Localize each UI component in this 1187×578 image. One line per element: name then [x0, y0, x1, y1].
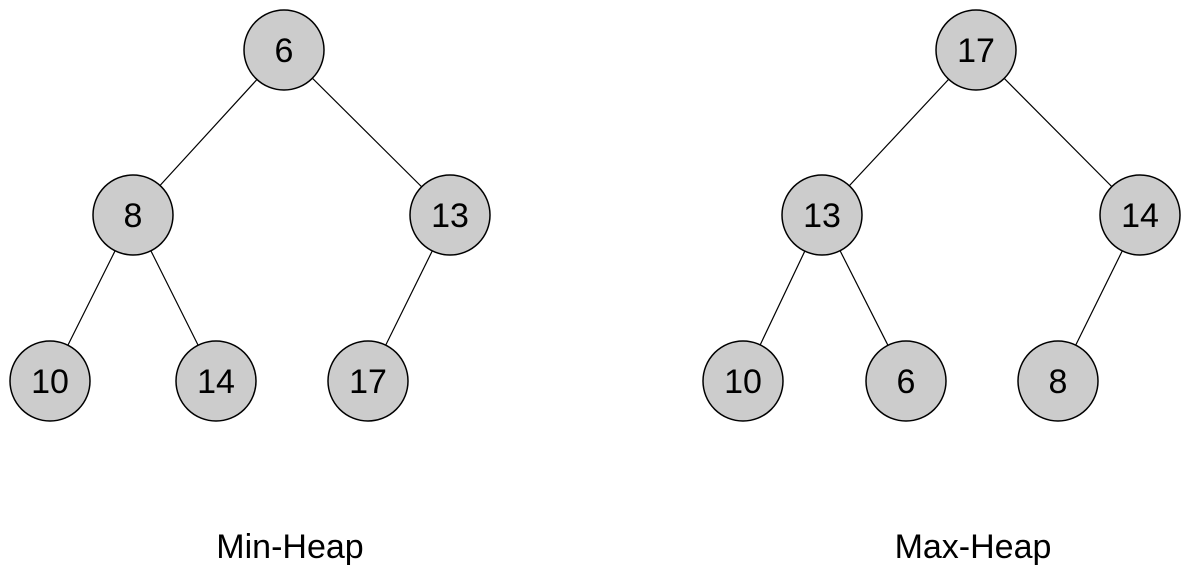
max-heap-node-10: 10 [702, 340, 784, 422]
tree-node-value: 14 [197, 363, 235, 401]
tree-node-circle [243, 9, 325, 91]
tree-node-circle [935, 9, 1017, 91]
tree-node-value: 6 [897, 363, 916, 401]
tree-node-circle [781, 174, 863, 256]
tree-node-circle [92, 174, 174, 256]
tree-node-value: 17 [349, 363, 387, 401]
min-heap-node-10: 10 [9, 340, 91, 422]
tree-node-value: 10 [31, 363, 69, 401]
min-heap-tree: 6 8 13 10 14 17 [9, 9, 491, 422]
min-heap-node-14: 14 [175, 340, 257, 422]
max-heap-node-14: 14 [1099, 174, 1181, 256]
min-heap-node-6: 6 [243, 9, 325, 91]
max-heap-label: Max-Heap [894, 528, 1052, 566]
tree-node-value: 6 [275, 32, 294, 70]
tree-node-circle [702, 340, 784, 422]
tree-node-circle [327, 340, 409, 422]
max-heap-node-8: 8 [1017, 340, 1099, 422]
max-heap-tree: 17 13 14 10 6 8 [702, 9, 1181, 422]
tree-node-circle [9, 340, 91, 422]
tree-node-circle [1099, 174, 1181, 256]
max-heap-node-13: 13 [781, 174, 863, 256]
min-heap-node-17: 17 [327, 340, 409, 422]
tree-node-circle [175, 340, 257, 422]
tree-node-circle [409, 174, 491, 256]
min-heap-node-13: 13 [409, 174, 491, 256]
tree-node-value: 14 [1121, 197, 1159, 235]
tree-node-value: 8 [1049, 363, 1068, 401]
tree-node-value: 17 [957, 32, 995, 70]
max-heap-node-17: 17 [935, 9, 1017, 91]
min-heap-label: Min-Heap [216, 528, 364, 566]
tree-node-value: 13 [803, 197, 841, 235]
tree-node-circle [865, 340, 947, 422]
min-heap-node-8: 8 [92, 174, 174, 256]
tree-node-circle [1017, 340, 1099, 422]
tree-node-value: 13 [431, 197, 469, 235]
max-heap-node-6: 6 [865, 340, 947, 422]
tree-node-value: 10 [724, 363, 762, 401]
tree-node-value: 8 [124, 197, 143, 235]
